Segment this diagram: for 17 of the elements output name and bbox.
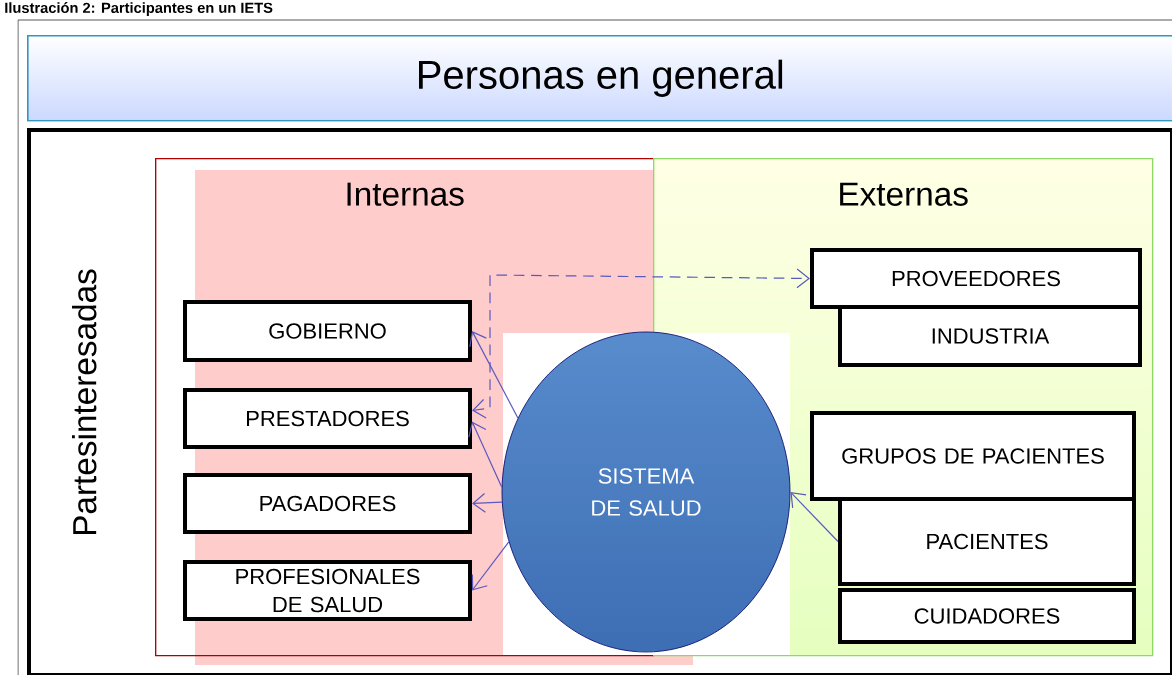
stakeholder-box: CUIDADORES xyxy=(838,588,1136,644)
arrow xyxy=(468,421,503,488)
arrow xyxy=(472,492,503,513)
arrow xyxy=(472,268,810,419)
arrow xyxy=(471,541,510,591)
stakeholder-box: PAGADORES xyxy=(183,473,472,534)
stakeholder-box: GOBIERNO xyxy=(183,300,472,362)
stakeholder-box: PROVEEDORES xyxy=(810,248,1142,309)
arrow xyxy=(790,492,839,543)
stakeholder-box: INDUSTRIA xyxy=(838,305,1142,367)
stakeholder-box: PRESTADORES xyxy=(183,388,472,449)
stakeholder-box: PACIENTES xyxy=(838,497,1136,586)
title: Ilustración 2: Participantes en un IETS xyxy=(5,2,273,16)
stakeholder-box: GRUPOS DE PACIENTES xyxy=(810,411,1136,501)
arrow xyxy=(469,331,519,419)
heading-band: Personas en general xyxy=(27,35,1172,122)
stakeholder-box: PROFESIONALES DE SALUD xyxy=(183,560,472,621)
